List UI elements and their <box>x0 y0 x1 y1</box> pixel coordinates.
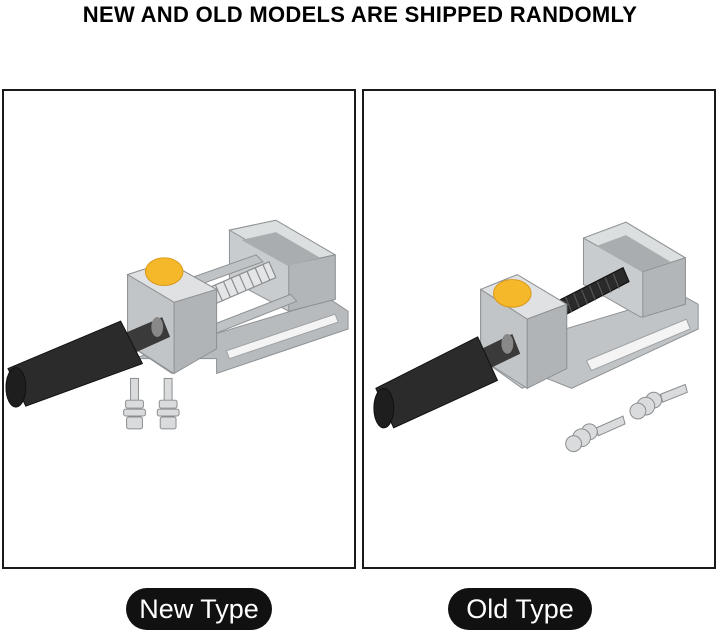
old-model-vise-image <box>373 221 699 453</box>
handle-icon <box>5 317 171 408</box>
old-type-label: Old Type <box>448 588 592 630</box>
yellow-knob-icon <box>144 257 184 286</box>
bolts-icon <box>565 383 688 453</box>
yellow-knob-icon <box>493 279 532 308</box>
old-model-panel <box>362 89 716 569</box>
bolts-icon <box>123 377 180 430</box>
new-model-vise-image <box>5 219 349 430</box>
new-model-panel <box>2 89 356 569</box>
headline: NEW AND OLD MODELS ARE SHIPPED RANDOMLY <box>82 2 638 27</box>
handle-icon <box>373 333 521 429</box>
new-type-label: New Type <box>126 588 272 630</box>
